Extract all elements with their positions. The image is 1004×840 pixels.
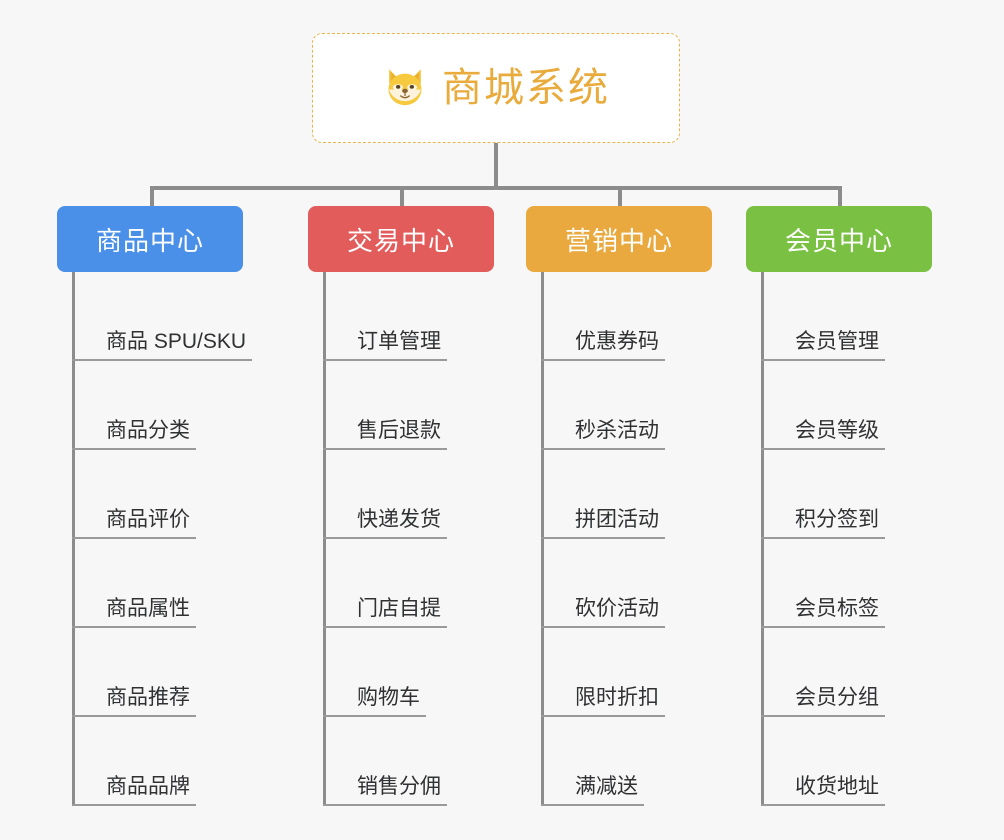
leaf-underline: [72, 537, 106, 539]
leaf-label: 商品品牌: [100, 776, 196, 806]
leaf-label: 限时折扣: [569, 687, 665, 717]
leaf-item[interactable]: 拼团活动: [541, 450, 665, 539]
leaf-underline: [761, 448, 795, 450]
leaf-label: 满减送: [569, 776, 644, 806]
leaf-item[interactable]: 收货地址: [761, 717, 885, 806]
root-node[interactable]: 商城系统: [312, 33, 680, 143]
leaf-underline: [323, 626, 357, 628]
leaf-label: 会员标签: [789, 598, 885, 628]
leaf-item[interactable]: 砍价活动: [541, 539, 665, 628]
leaf-underline: [541, 804, 575, 806]
leaf-label: 商品推荐: [100, 687, 196, 717]
leaf-item[interactable]: 售后退款: [323, 361, 447, 450]
leaf-underline: [72, 715, 106, 717]
leaf-item[interactable]: 快递发货: [323, 450, 447, 539]
leaf-item[interactable]: 商品属性: [72, 539, 252, 628]
leaf-underline: [541, 448, 575, 450]
leaf-underline: [323, 448, 357, 450]
branch-column-1: 订单管理 售后退款 快递发货 门店自提 购物车 销售分佣: [323, 272, 447, 806]
leaf-item[interactable]: 商品推荐: [72, 628, 252, 717]
leaf-label: 购物车: [351, 687, 426, 717]
category-label-3: 会员中心: [784, 225, 893, 256]
leaf-label: 砍价活动: [569, 598, 665, 628]
leaf-item[interactable]: 商品品牌: [72, 717, 252, 806]
leaf-item[interactable]: 秒杀活动: [541, 361, 665, 450]
connector-drop-1: [400, 186, 404, 208]
leaf-item[interactable]: 限时折扣: [541, 628, 665, 717]
leaf-underline: [761, 715, 795, 717]
leaf-item[interactable]: 积分签到: [761, 450, 885, 539]
branch-trunk-3: [761, 272, 764, 806]
leaf-item[interactable]: 会员标签: [761, 539, 885, 628]
leaf-underline: [72, 359, 106, 361]
leaf-label: 商品 SPU/SKU: [100, 331, 253, 361]
leaf-item[interactable]: 商品评价: [72, 450, 252, 539]
leaf-item[interactable]: 门店自提: [323, 539, 447, 628]
branch-column-3: 会员管理 会员等级 积分签到 会员标签 会员分组 收货地址: [761, 272, 885, 806]
leaf-label: 积分签到: [789, 509, 885, 539]
connector-horizontal-bus: [150, 186, 842, 190]
leaf-label: 拼团活动: [569, 509, 665, 539]
leaf-underline: [323, 537, 357, 539]
category-box-0[interactable]: 商品中心: [57, 206, 243, 272]
shiba-dog-face-icon: [388, 69, 422, 106]
leaf-label: 优惠券码: [569, 331, 665, 361]
leaf-item[interactable]: 满减送: [541, 717, 665, 806]
leaf-item[interactable]: 商品分类: [72, 361, 252, 450]
leaf-underline: [323, 715, 357, 717]
leaf-underline: [323, 359, 357, 361]
leaf-underline: [761, 626, 795, 628]
leaf-item[interactable]: 销售分佣: [323, 717, 447, 806]
leaf-label: 秒杀活动: [569, 420, 665, 450]
category-box-2[interactable]: 营销中心: [526, 206, 712, 272]
leaf-item[interactable]: 会员管理: [761, 272, 885, 361]
connector-drop-0: [150, 186, 154, 208]
leaf-label: 商品评价: [100, 509, 196, 539]
leaf-label: 会员管理: [789, 331, 885, 361]
leaf-label: 快递发货: [351, 509, 447, 539]
leaf-item[interactable]: 商品 SPU/SKU: [72, 272, 253, 361]
leaf-label: 商品属性: [100, 598, 196, 628]
category-label-2: 营销中心: [564, 225, 673, 256]
leaf-underline: [323, 804, 357, 806]
leaf-label: 门店自提: [351, 598, 447, 628]
leaf-item[interactable]: 优惠券码: [541, 272, 665, 361]
root-title: 商城系统: [442, 66, 610, 110]
leaf-item[interactable]: 购物车: [323, 628, 447, 717]
category-label-0: 商品中心: [95, 225, 204, 256]
connector-drop-2: [618, 186, 622, 208]
leaf-underline: [761, 359, 795, 361]
branch-trunk-1: [323, 272, 326, 806]
leaf-underline: [541, 626, 575, 628]
leaf-item[interactable]: 订单管理: [323, 272, 447, 361]
leaf-item[interactable]: 会员分组: [761, 628, 885, 717]
branch-trunk-0: [72, 272, 75, 806]
leaf-label: 销售分佣: [351, 776, 447, 806]
leaf-underline: [541, 715, 575, 717]
category-label-1: 交易中心: [346, 225, 455, 256]
leaf-label: 订单管理: [351, 331, 447, 361]
category-box-1[interactable]: 交易中心: [308, 206, 494, 272]
leaf-item[interactable]: 会员等级: [761, 361, 885, 450]
leaf-label: 售后退款: [351, 420, 447, 450]
leaf-underline: [72, 804, 106, 806]
leaf-underline: [761, 537, 795, 539]
leaf-underline: [72, 626, 106, 628]
category-box-3[interactable]: 会员中心: [746, 206, 932, 272]
leaf-label: 收货地址: [789, 776, 885, 806]
connector-root-stem: [494, 143, 498, 189]
branch-column-0: 商品 SPU/SKU 商品分类 商品评价 商品属性 商品推荐 商品品牌: [72, 272, 253, 806]
leaf-label: 商品分类: [100, 420, 196, 450]
branch-trunk-2: [541, 272, 544, 806]
leaf-label: 会员分组: [789, 687, 885, 717]
connector-drop-3: [838, 186, 842, 208]
leaf-underline: [72, 448, 106, 450]
leaf-underline: [761, 804, 795, 806]
leaf-label: 会员等级: [789, 420, 885, 450]
branch-column-2: 优惠券码 秒杀活动 拼团活动 砍价活动 限时折扣 满减送: [541, 272, 665, 806]
leaf-underline: [541, 537, 575, 539]
leaf-underline: [541, 359, 575, 361]
